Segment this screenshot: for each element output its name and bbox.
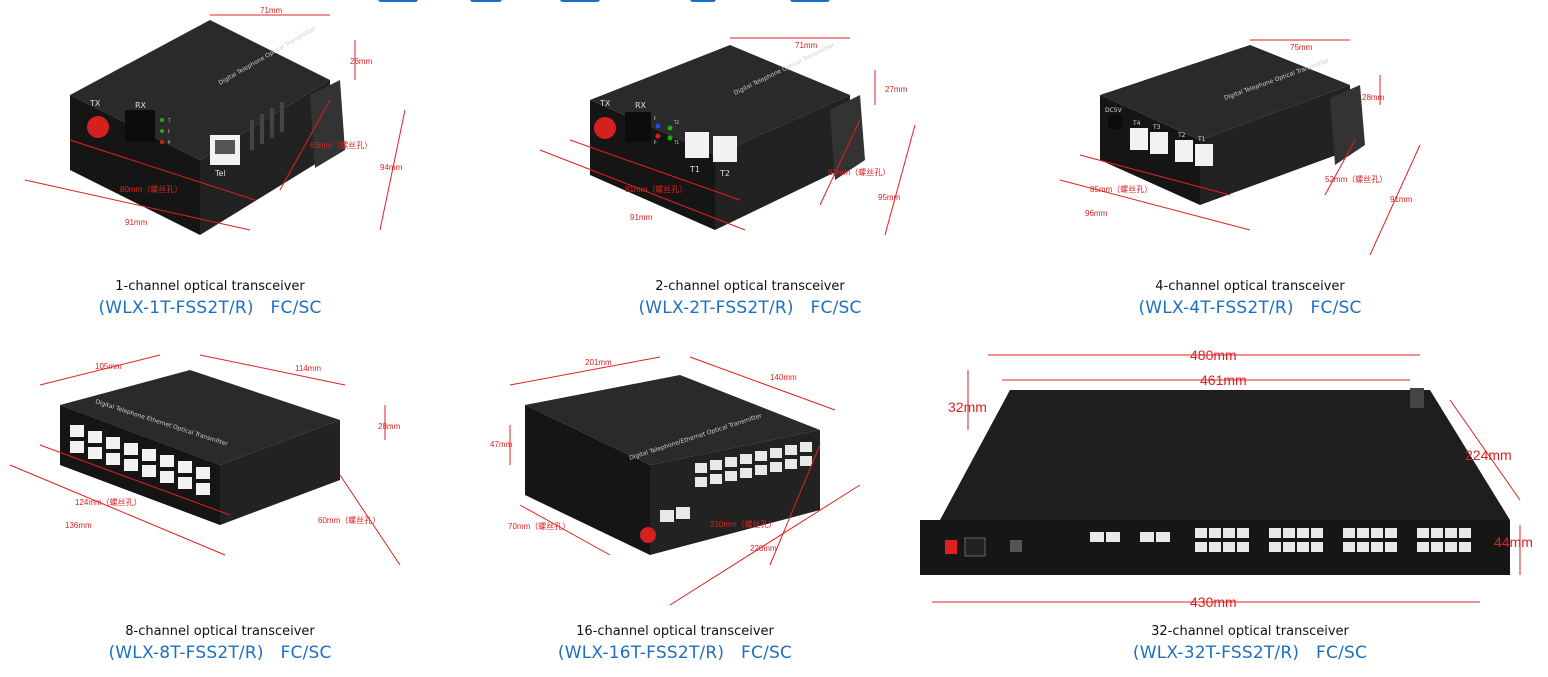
dim-length: 91mm <box>630 213 653 222</box>
dim-hole-length: 124mm（螺丝孔） <box>75 497 142 507</box>
dim-depth: 95mm <box>878 193 901 202</box>
led-f: F <box>654 116 657 121</box>
product-model-line: (WLX-16T-FSS2T/R) FC/SC <box>465 643 885 663</box>
product-title: 8-channel optical transceiver <box>125 624 315 639</box>
label-t2: T2 <box>719 169 730 178</box>
dim-hole: 52mm（螺丝孔） <box>1325 174 1387 184</box>
dim-hole-length: 210mm（螺丝孔） <box>710 519 777 529</box>
caption-2ch: 2-channel optical transceiver (WLX-2T-FS… <box>540 279 960 318</box>
dim-total-width: 480mm <box>1190 347 1237 363</box>
dim-length: 96mm <box>1085 209 1108 218</box>
dim-hole-length: 80mm（螺丝孔） <box>120 184 182 194</box>
dim-hole: 70mm（螺丝孔） <box>508 521 570 531</box>
label-rx: RX <box>135 101 147 110</box>
product-model: (WLX-1T-FSS2T/R) <box>98 298 254 318</box>
label-tx: TX <box>89 99 101 108</box>
caption-32ch: 32-channel optical transceiver (WLX-32T-… <box>1040 624 1460 663</box>
product-title: 1-channel optical transceiver <box>115 279 305 294</box>
label-t4: T4 <box>1132 120 1141 127</box>
dim-panel-height: 32mm <box>948 399 987 415</box>
product-model-line: (WLX-1T-FSS2T/R) FC/SC <box>0 298 420 318</box>
dim-height: 28mm <box>378 422 401 431</box>
dim-length: 136mm <box>65 521 92 530</box>
dim-depth: 140mm <box>770 373 797 382</box>
dim-width: 71mm <box>260 6 283 15</box>
product-model-line: (WLX-4T-FSS2T/R) FC/SC <box>1040 298 1460 318</box>
caption-1ch: 1-channel optical transceiver (WLX-1T-FS… <box>0 279 420 318</box>
caption-8ch: 8-channel optical transceiver (WLX-8T-FS… <box>10 624 430 663</box>
led-t1: T1 <box>673 140 679 145</box>
dim-height: 28mm <box>1362 93 1385 102</box>
product-title: 16-channel optical transceiver <box>576 624 774 639</box>
product-connector: FC/SC <box>1316 643 1368 663</box>
product-connector: FC/SC <box>741 643 793 663</box>
product-connector: FC/SC <box>1310 298 1362 318</box>
dim-width: 201mm <box>585 358 612 367</box>
header-strip <box>360 0 880 8</box>
dim-height: 47mm <box>490 440 513 449</box>
label-t3: T3 <box>1152 124 1161 131</box>
product-model: (WLX-32T-FSS2T/R) <box>1132 643 1300 663</box>
product-model: (WLX-8T-FSS2T/R) <box>108 643 264 663</box>
dim-depth: 114mm <box>295 364 321 373</box>
product-model-line: (WLX-32T-FSS2T/R) FC/SC <box>1040 643 1460 663</box>
led-t: T <box>167 118 171 123</box>
label-t1: T1 <box>689 165 700 174</box>
dim-hole: 63mm（螺丝孔） <box>310 140 372 150</box>
product-model: (WLX-4T-FSS2T/R) <box>1138 298 1294 318</box>
label-t2: T2 <box>1177 132 1186 139</box>
led-p: P <box>654 140 657 145</box>
led-p: P <box>168 140 171 145</box>
label-dc5v: DC5V <box>1105 107 1123 114</box>
caption-4ch: 4-channel optical transceiver (WLX-4T-FS… <box>1040 279 1460 318</box>
label-tx: TX <box>599 99 611 108</box>
dim-hole: 60mm（螺丝孔） <box>318 515 380 525</box>
dim-height: 27mm <box>885 85 908 94</box>
product-photo-32ch: 480mm 461mm 32mm 224mm 44mm 430mm <box>910 340 1540 620</box>
product-photo-2ch: TX RX T1 T2 F P T2 T1 Digital Telephone … <box>530 30 930 270</box>
product-connector: FC/SC <box>280 643 332 663</box>
dim-height: 26mm <box>350 57 373 66</box>
dim-width: 75mm <box>1290 43 1313 52</box>
product-title: 32-channel optical transceiver <box>1151 624 1349 639</box>
product-connector: FC/SC <box>270 298 322 318</box>
dim-depth: 224mm <box>1465 447 1512 463</box>
dim-hole-length: 81mm（螺丝孔） <box>625 184 687 194</box>
dim-mount-width: 461mm <box>1200 372 1247 388</box>
product-photo-4ch: DC5V T4 T3 T2 T1 Digital Telephone Optic… <box>1050 30 1430 270</box>
product-photo-16ch: Digital Telephone/Ethernet Optical Trans… <box>480 335 890 615</box>
dim-width: 105mm <box>95 362 122 371</box>
dim-length: 220mm <box>750 544 777 553</box>
product-connector: FC/SC <box>810 298 862 318</box>
product-model-line: (WLX-2T-FSS2T/R) FC/SC <box>540 298 960 318</box>
dim-width: 71mm <box>795 41 818 50</box>
product-model-line: (WLX-8T-FSS2T/R) FC/SC <box>10 643 430 663</box>
dim-depth: 91mm <box>1390 195 1413 204</box>
product-photo-8ch: Digital Telephone Ethernet Optical Trans… <box>0 345 420 615</box>
label-tel: Tel <box>214 169 226 178</box>
product-title: 2-channel optical transceiver <box>655 279 845 294</box>
led-f: F <box>168 129 171 134</box>
label-rx: RX <box>635 101 647 110</box>
product-title: 4-channel optical transceiver <box>1155 279 1345 294</box>
label-t1: T1 <box>1197 136 1206 143</box>
product-photo-1ch: TX RX Tel T F P Digital Telephone Optica… <box>10 0 420 268</box>
dim-length: 430mm <box>1190 594 1237 610</box>
led-t2: T2 <box>673 120 679 125</box>
dim-hole: 62mm（螺丝孔） <box>828 167 890 177</box>
dim-height: 44mm <box>1494 534 1533 550</box>
dim-length: 91mm <box>125 218 148 227</box>
product-model: (WLX-2T-FSS2T/R) <box>638 298 794 318</box>
product-model: (WLX-16T-FSS2T/R) <box>557 643 725 663</box>
caption-16ch: 16-channel optical transceiver (WLX-16T-… <box>465 624 885 663</box>
dim-depth: 94mm <box>380 163 403 172</box>
dim-hole-length: 85mm（螺丝孔） <box>1090 184 1152 194</box>
